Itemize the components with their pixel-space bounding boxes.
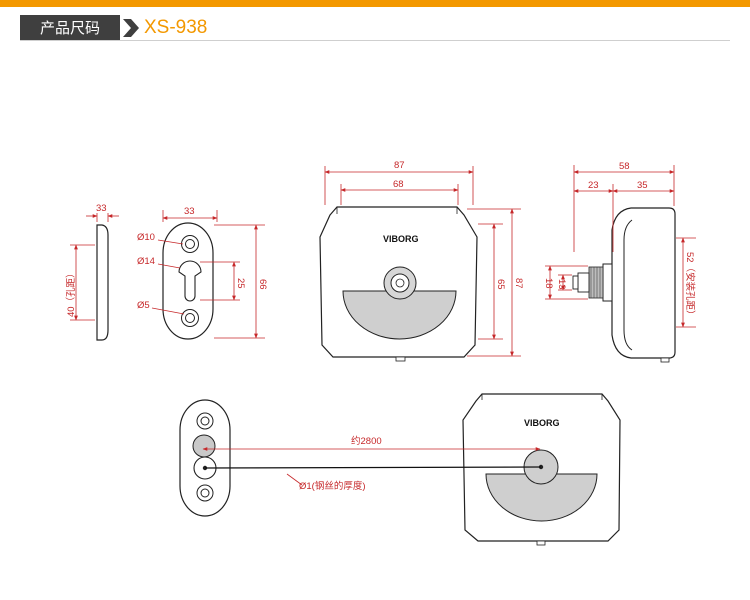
dim-plate-side-thickness: 33 [96, 203, 107, 214]
body-side-view: 58 23 35 18 13 52（安装孔距） [543, 161, 696, 363]
dim-knob-height-a: 18 [543, 278, 554, 289]
dim-plate-front-width: 33 [184, 206, 195, 217]
chevron-right-icon [123, 19, 139, 37]
steel-cable [204, 466, 542, 469]
dim-body-inner-height: 65 [495, 279, 506, 290]
dim-side-width-b: 35 [637, 180, 648, 191]
dim-plate-side-hole: 40（孔距） [65, 268, 77, 317]
dim-hole-top: Ø10 [137, 232, 155, 243]
assembled-view: VIBORG 约2800 Ø1(钢丝的厚度) [179, 393, 621, 546]
dim-side-total-width: 58 [619, 161, 630, 172]
dim-plate-front-height: 66 [257, 279, 268, 290]
dim-body-outer-width: 87 [394, 160, 405, 171]
dim-cable-diameter: Ø1(钢丝的厚度) [299, 480, 366, 492]
dim-body-inner-width: 68 [393, 179, 404, 190]
dim-slot-length: 25 [235, 278, 246, 289]
dim-side-mount-hole: 52（安装孔距） [684, 252, 696, 320]
plate-side-view: 33 40（孔距） [65, 203, 119, 341]
top-accent-bar [0, 0, 750, 7]
section-label: 产品尺码 [20, 15, 120, 41]
dim-body-outer-height: 87 [513, 278, 524, 289]
dim-hole-bottom: Ø5 [137, 300, 150, 311]
header-divider [20, 40, 730, 41]
body-front-view: VIBORG 87 68 65 87 [319, 160, 524, 362]
assembled-brand-logo: VIBORG [524, 418, 560, 428]
dim-side-width-a: 23 [588, 180, 599, 191]
brand-logo: VIBORG [383, 234, 419, 244]
plate-front-view: 33 66 25 Ø10 Ø14 Ø5 [137, 206, 268, 340]
dim-knob-height-b: 13 [556, 279, 567, 290]
dim-cable-length: 约2800 [351, 435, 382, 447]
dim-hole-slot: Ø14 [137, 256, 155, 267]
product-model: XS-938 [144, 17, 208, 38]
